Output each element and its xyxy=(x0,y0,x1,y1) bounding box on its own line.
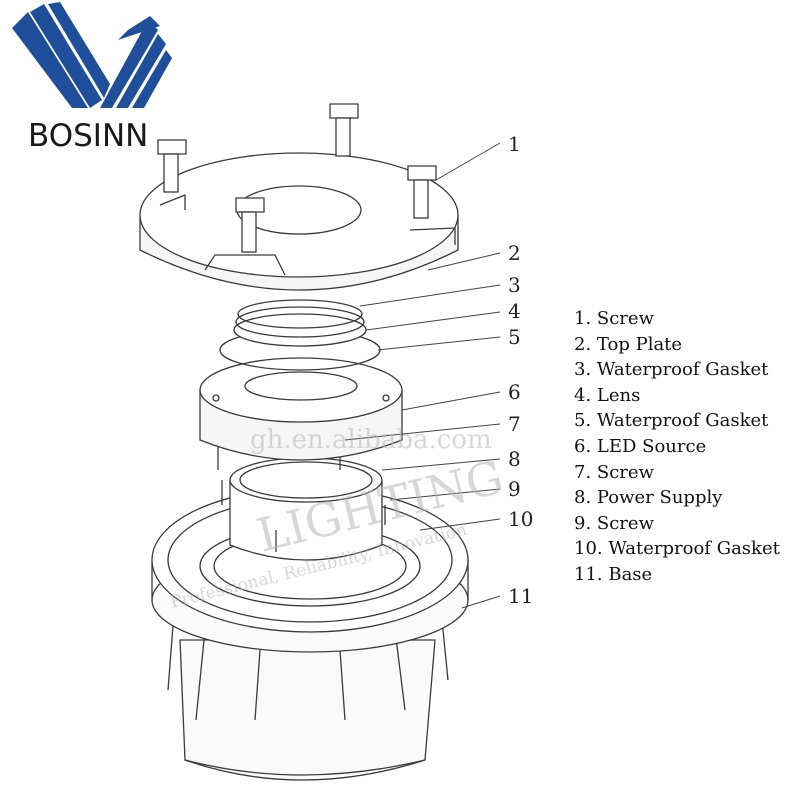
callout-4: 4 xyxy=(508,299,521,323)
legend-item: 8. Power Supply xyxy=(574,487,723,509)
callout-7: 7 xyxy=(508,412,521,436)
legend-item: 2. Top Plate xyxy=(574,333,683,355)
callout-10: 10 xyxy=(508,507,533,531)
legend-item: 11. Base xyxy=(574,563,653,585)
leader-lines xyxy=(344,142,501,609)
legend-item: 7. Screw xyxy=(574,461,654,483)
power-supply-part xyxy=(229,457,383,561)
callout-5: 5 xyxy=(508,325,521,349)
callout-numbers: 1 2 3 4 5 6 7 8 9 10 11 xyxy=(508,132,533,608)
top-plate-part xyxy=(139,152,459,291)
callout-11: 11 xyxy=(508,584,533,608)
legend-item: 4. Lens xyxy=(574,384,641,406)
legend-item: 6. LED Source xyxy=(574,435,707,457)
callout-3: 3 xyxy=(508,273,521,297)
callout-2: 2 xyxy=(508,241,521,265)
brand-name: BOSINN xyxy=(28,118,149,154)
callout-8: 8 xyxy=(508,447,521,471)
callout-9: 9 xyxy=(508,477,521,501)
top-screws xyxy=(157,103,437,253)
callout-6: 6 xyxy=(508,380,521,404)
legend-item: 1. Screw xyxy=(574,308,654,329)
callout-1: 1 xyxy=(508,132,521,156)
lens-part xyxy=(233,299,367,347)
legend-item: 5. Waterproof Gasket xyxy=(574,410,769,432)
bosinn-logo-mark xyxy=(12,2,172,108)
parts-legend: 1. Screw 2. Top Plate 3. Waterproof Gask… xyxy=(574,306,780,588)
led-source-part xyxy=(199,357,403,461)
lamp-exploded-drawing xyxy=(139,103,469,781)
watermark-site: gh.en.alibaba.com xyxy=(250,425,492,455)
legend-item: 3. Waterproof Gasket xyxy=(574,359,769,381)
legend-item: 10. Waterproof Gasket xyxy=(574,538,780,560)
legend-item: 9. Screw xyxy=(574,512,654,534)
